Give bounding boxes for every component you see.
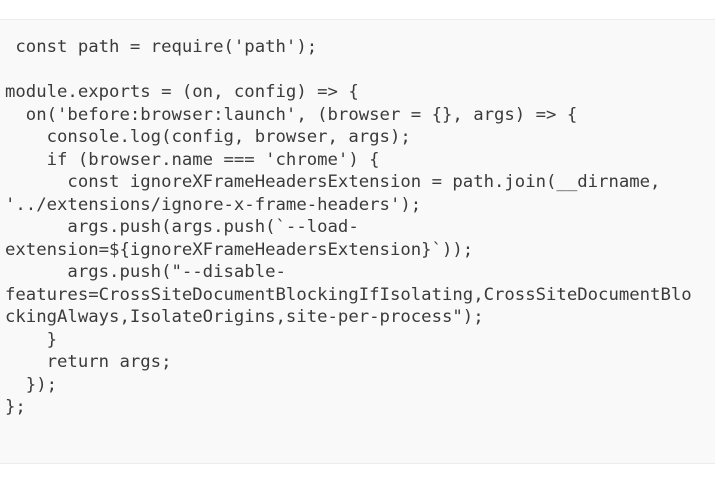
code-line: module.exports = (on, config) => {	[5, 82, 359, 102]
code-line: const ignoreXFrameHeadersExtension = pat…	[5, 172, 661, 192]
code-line: args.push("--disable-	[5, 262, 286, 282]
code-line: console.log(config, browser, args);	[5, 127, 411, 147]
code-line: features=CrossSiteDocumentBlockingIfIsol…	[5, 284, 692, 305]
code-block: const path = require('path'); module.expo…	[0, 19, 715, 464]
code-line: args.push(args.push(`--load-	[5, 217, 359, 237]
code-line: });	[5, 374, 58, 395]
code-line: return args;	[5, 352, 172, 372]
code-line: };	[5, 397, 26, 417]
code-line: }	[5, 329, 58, 350]
code-line: const path = require('path');	[5, 37, 318, 57]
code-line: extension=${ignoreXFrameHeadersExtension…	[5, 239, 474, 260]
code-line: '../extensions/ignore-x-frame-headers');	[5, 194, 422, 215]
code-line: if (browser.name === 'chrome') {	[5, 149, 380, 170]
code-line: ckingAlways,IsolateOrigins,site-per-proc…	[5, 307, 484, 327]
code-line	[5, 59, 710, 82]
code-line: on('before:browser:launch', (browser = {…	[5, 104, 578, 125]
